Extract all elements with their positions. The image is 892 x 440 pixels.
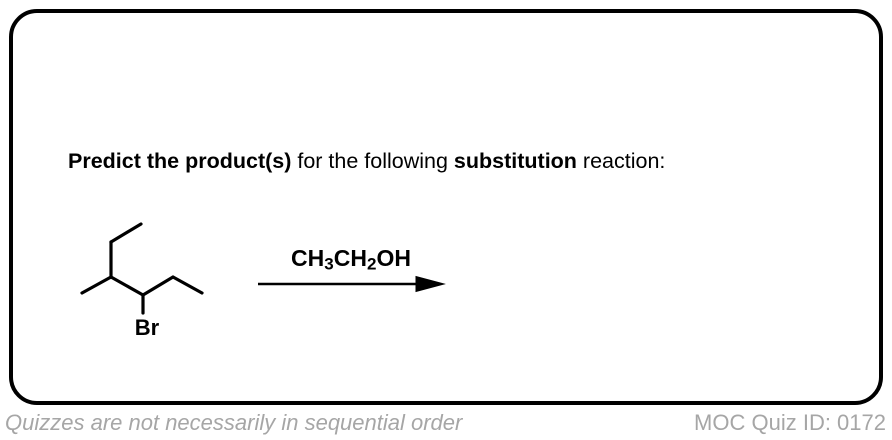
reagent-seg3: OH (376, 245, 411, 271)
question-tail: reaction: (576, 149, 666, 173)
reagent-seg1: CH (291, 245, 325, 271)
reagent-seg2: CH (333, 245, 367, 271)
footer-note: Quizzes are not necessarily in sequentia… (5, 410, 463, 435)
bond-line (80, 275, 113, 295)
br-label: Br (135, 315, 160, 340)
bond-line (171, 275, 204, 295)
question-bold-keyword: substitution (453, 149, 577, 173)
reagent-label: CH3CH2OH (258, 245, 444, 274)
bond-line (109, 275, 145, 297)
question-text: Predict the product(s) for the following… (68, 149, 665, 173)
bond-line (109, 222, 143, 244)
reaction-arrow (258, 275, 446, 293)
reagent-sub2: 2 (366, 254, 377, 274)
reagent-sub1: 3 (324, 254, 334, 274)
quiz-border-box (9, 9, 883, 405)
question-bold-lead: Predict the product(s) (68, 149, 292, 173)
bond-line (141, 275, 175, 297)
substrate-molecule-structure: Br (80, 222, 204, 340)
quiz-id: MOC Quiz ID: 0172 (694, 410, 886, 435)
arrow-head-icon (415, 275, 446, 293)
question-mid: for the following (291, 149, 454, 173)
